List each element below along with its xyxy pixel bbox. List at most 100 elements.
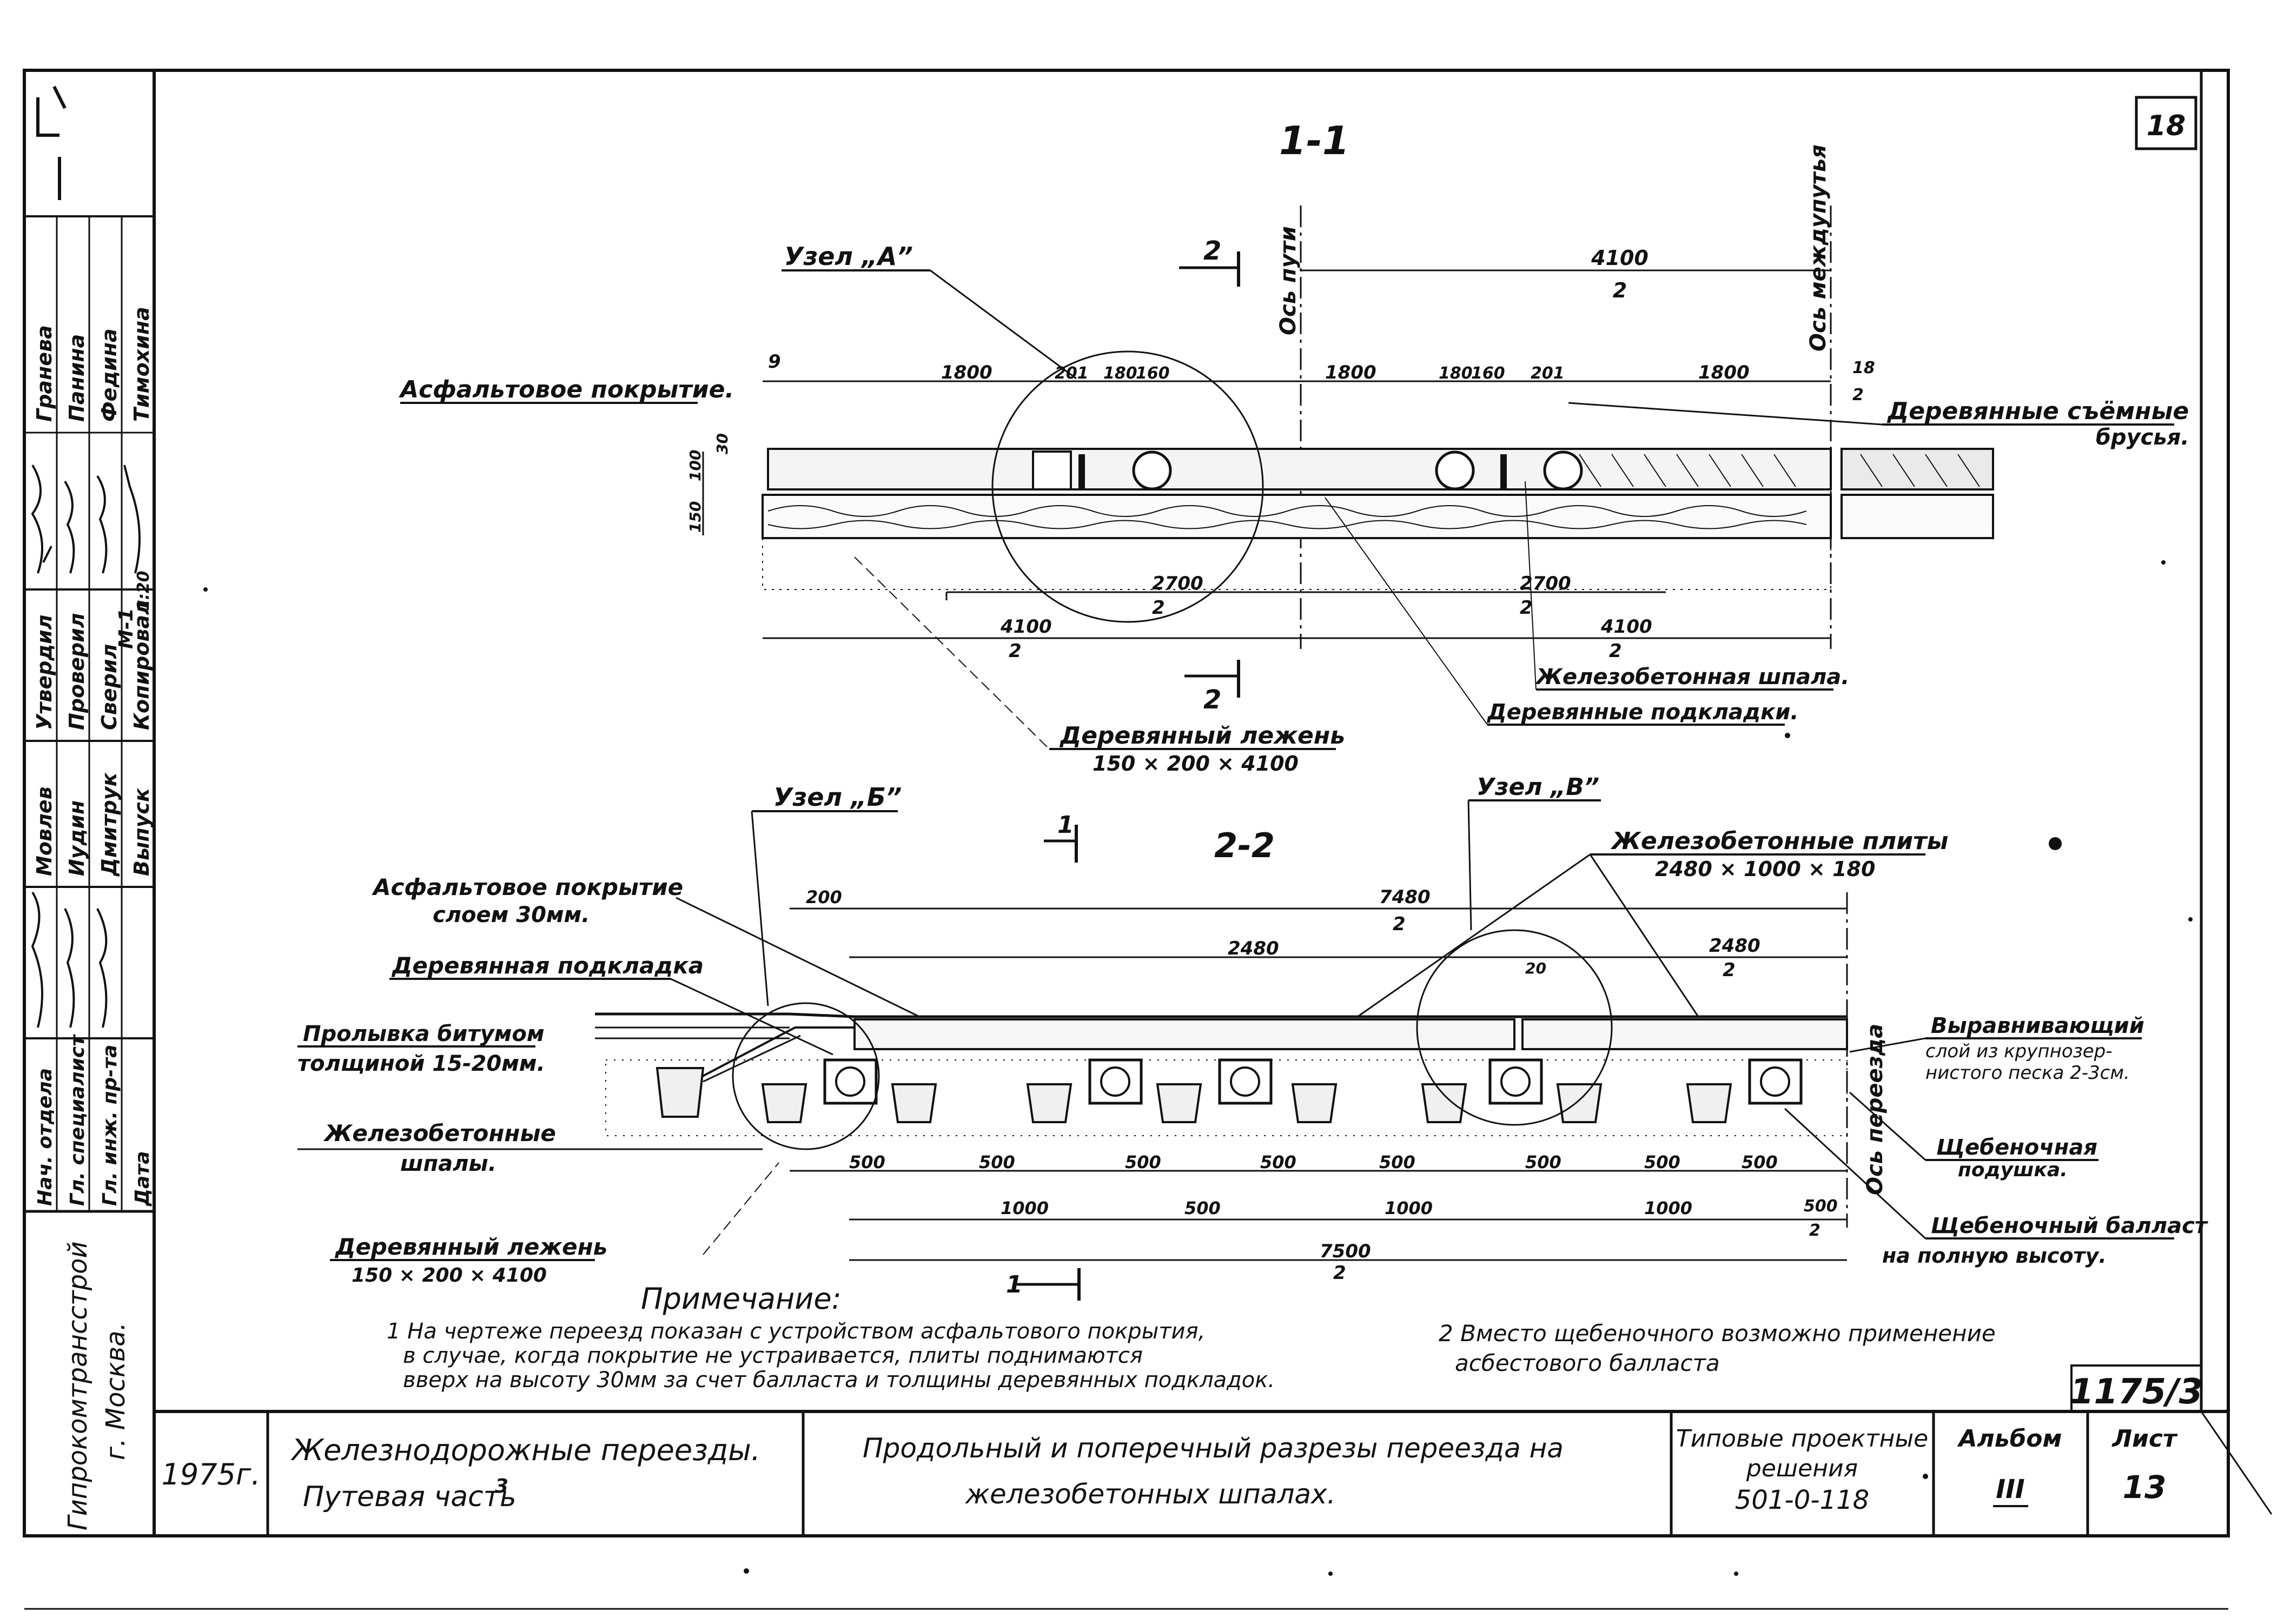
side-stamp-block: Гранева Панина Федина Тимохина Утвердил … bbox=[24, 85, 154, 1530]
svg-text:2480: 2480 bbox=[1228, 938, 1279, 959]
svg-text:2700: 2700 bbox=[1520, 573, 1571, 594]
note-1-line-2: в случае, когда покрытие не устраивается… bbox=[403, 1343, 1143, 1368]
svg-text:201: 201 bbox=[1531, 364, 1565, 383]
node-b-label: Узел „Б” bbox=[773, 783, 902, 812]
svg-text:20: 20 bbox=[1525, 959, 1546, 977]
side-role2-1: Утвердил bbox=[32, 615, 56, 731]
section-2-2: 2-2 1 1 Ось переезда 200 7480 2 2480 248… bbox=[297, 773, 2209, 1301]
svg-text:500: 500 bbox=[1742, 1152, 1778, 1172]
leveling-label-2: слой из крупнозер- bbox=[1925, 1040, 2112, 1062]
crushed-cushion-label-1: Щебеночная bbox=[1936, 1135, 2097, 1160]
svg-text:1000: 1000 bbox=[1001, 1198, 1049, 1218]
section-1-1: 1-1 2 2 Ось пути Ось междупутья 4100 2 9… bbox=[399, 118, 2189, 775]
wood-beam-label-1: Деревянный лежень bbox=[1059, 722, 1345, 750]
wood-beam-label-2: Деревянный лежень bbox=[334, 1234, 607, 1260]
rc-plates-label: Железобетонные плиты bbox=[1610, 827, 1948, 855]
scale-value: 1:20 bbox=[134, 571, 153, 611]
svg-text:2: 2 bbox=[1333, 1262, 1346, 1284]
svg-text:500: 500 bbox=[1644, 1152, 1680, 1172]
side-name-1: Мовлев bbox=[32, 786, 56, 876]
leveling-label-1: Выравнивающий bbox=[1931, 1013, 2144, 1038]
sheet-frame bbox=[23, 69, 2273, 1610]
notes-heading: Примечание: bbox=[641, 1282, 842, 1316]
rc-sleepers-label-1: Железобетонные bbox=[323, 1120, 556, 1146]
svg-text:500: 500 bbox=[1804, 1197, 1838, 1216]
drawing-title-line-1: Продольный и поперечный разрезы переезда… bbox=[863, 1433, 1564, 1464]
cut-marker-2-bottom: 2 bbox=[1184, 660, 1240, 715]
wood-pads-label: Деревянные подкладки. bbox=[1486, 700, 1799, 725]
signatures-bottom bbox=[31, 891, 108, 1028]
notes-block: Примечание: 1 На чертеже переезд показан… bbox=[387, 1282, 1996, 1393]
album-value: III bbox=[1996, 1474, 2025, 1504]
svg-text:2: 2 bbox=[1203, 236, 1221, 266]
note-2-line-2: асбестового балласта bbox=[1455, 1350, 1720, 1376]
svg-text:4100: 4100 bbox=[1600, 616, 1652, 638]
sheet-number: 18 bbox=[2147, 110, 2186, 142]
org-city: г. Москва. bbox=[101, 1322, 131, 1460]
side-role-1: Нач. отдела bbox=[34, 1068, 56, 1206]
svg-text:500: 500 bbox=[1379, 1152, 1415, 1172]
side-name-4: Выпуск bbox=[130, 787, 154, 876]
rc-plates-size: 2480 × 1000 × 180 bbox=[1655, 857, 1875, 881]
node-a-label: Узел „А” bbox=[784, 242, 913, 271]
svg-text:30: 30 bbox=[713, 433, 731, 454]
scan-specks bbox=[203, 560, 2193, 1576]
asphalt-2-label-2: слоем 30мм. bbox=[433, 903, 590, 927]
svg-text:500: 500 bbox=[1525, 1152, 1561, 1172]
section-1-1-title: 1-1 bbox=[1279, 118, 1349, 163]
series-code: 501-0-118 bbox=[1735, 1485, 1869, 1515]
side-name2-2: Панина bbox=[65, 334, 89, 422]
side-name2-4: Тимохина bbox=[130, 307, 154, 422]
scale-label: М-1 bbox=[115, 608, 137, 649]
cut-marker-1-bottom: 1 bbox=[1006, 1268, 1081, 1301]
section-2-2-title: 2-2 bbox=[1214, 826, 1275, 865]
side-role2-4: Копировал bbox=[130, 600, 154, 730]
album-label: Альбом bbox=[1957, 1425, 2062, 1453]
svg-text:2: 2 bbox=[1520, 597, 1533, 619]
org-name: Гипрокомтрансстрой bbox=[63, 1241, 93, 1530]
asphalt-label: Асфальтовое покрытие. bbox=[399, 376, 734, 403]
section-1-1-structure: 2700 2 2700 2 4100 2 4100 2 bbox=[762, 350, 1994, 662]
svg-text:500: 500 bbox=[849, 1152, 885, 1172]
series-line-1: Типовые проектные bbox=[1676, 1425, 1928, 1453]
svg-text:180: 180 bbox=[1439, 364, 1473, 383]
crushed-cushion-label-2: подушка. bbox=[1958, 1159, 2068, 1181]
svg-text:2: 2 bbox=[1393, 913, 1406, 935]
bitumen-label-1: Пролывка битумом bbox=[303, 1022, 545, 1046]
wood-beam-size-2: 150 × 200 × 4100 bbox=[352, 1264, 547, 1287]
side-role-2: Гл. специалист bbox=[67, 1034, 89, 1206]
side-role2-2: Проверил bbox=[65, 613, 89, 730]
svg-text:2: 2 bbox=[1809, 1221, 1820, 1240]
svg-text:2: 2 bbox=[1613, 279, 1627, 302]
sheet-code: 1175/3 bbox=[2070, 1372, 2203, 1412]
rc-sleepers-label-2: шпалы. bbox=[400, 1151, 496, 1176]
side-name2-3: Федина bbox=[97, 328, 121, 422]
series-line-2: решения bbox=[1746, 1455, 1858, 1482]
cut-marker-2-top: 2 bbox=[1179, 236, 1240, 287]
wood-pad-label: Деревянная подкладка bbox=[391, 952, 704, 979]
svg-text:180: 180 bbox=[1103, 364, 1137, 383]
signatures-top bbox=[31, 464, 141, 574]
project-part-mark: 3 bbox=[495, 1475, 508, 1497]
side-role-4: Дата bbox=[131, 1151, 154, 1207]
svg-text:7500: 7500 bbox=[1320, 1241, 1371, 1262]
side-name2-1: Гранева bbox=[32, 325, 56, 422]
bitumen-label-2: толщиной 15-20мм. bbox=[297, 1051, 545, 1076]
project-line-2: Путевая часть bbox=[303, 1481, 517, 1513]
section-2-2-structure: 500 500 500 500 500 500 500 500 1000 500… bbox=[595, 929, 1848, 1284]
project-line-1: Железнодорожные переезды. bbox=[290, 1433, 760, 1467]
sheet-number-box: 18 bbox=[2135, 96, 2197, 150]
svg-text:500: 500 bbox=[979, 1152, 1015, 1172]
title-block: 1975г. Железнодорожные переезды. Путевая… bbox=[162, 1411, 2178, 1536]
wood-bars-label: Деревянные съёмные bbox=[1886, 397, 2189, 425]
svg-text:1000: 1000 bbox=[1385, 1198, 1433, 1218]
wood-beam-size-1: 150 × 200 × 4100 bbox=[1093, 752, 1299, 775]
svg-text:1800: 1800 bbox=[1325, 362, 1376, 383]
rc-sleeper-label: Железобетонная шпала. bbox=[1534, 665, 1849, 690]
svg-text:1800: 1800 bbox=[1698, 362, 1750, 383]
year: 1975г. bbox=[162, 1457, 261, 1492]
sheet-code-box: 1175/3 bbox=[2070, 1364, 2203, 1413]
side-role2-3: Сверил bbox=[97, 644, 121, 730]
svg-text:4100: 4100 bbox=[1591, 246, 1649, 270]
